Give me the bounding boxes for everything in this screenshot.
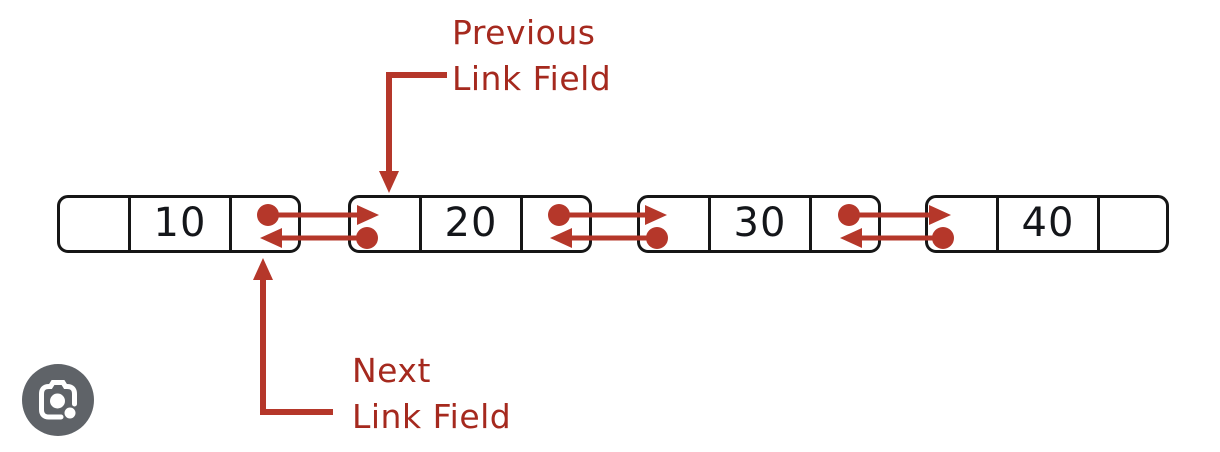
- node-1-previous-link-field: [60, 198, 128, 250]
- node-3-value: 30: [733, 200, 787, 246]
- node-4-next-link-field: [1097, 198, 1166, 250]
- previous-label-line1: Previous: [452, 13, 596, 52]
- node-2-data-field: 20: [419, 198, 520, 250]
- node-1-value: 10: [153, 200, 207, 246]
- next-label-line1: Next: [352, 351, 431, 390]
- node-2-next-link-field: [520, 198, 589, 250]
- previous-label-arrow: [379, 72, 447, 193]
- list-node-1: 10: [57, 195, 301, 253]
- node-1-data-field: 10: [128, 198, 229, 250]
- node-2-value: 20: [444, 200, 498, 246]
- google-lens-camera-icon: [39, 380, 77, 420]
- node-2-previous-link-field: [351, 198, 419, 250]
- node-3-data-field: 30: [708, 198, 809, 250]
- list-node-2: 20: [348, 195, 592, 253]
- previous-label-line2: Link Field: [452, 59, 612, 98]
- node-4-previous-link-field: [928, 198, 996, 250]
- list-node-4: 40: [925, 195, 1169, 253]
- node-1-next-link-field: [229, 198, 298, 250]
- next-label-arrow: [253, 258, 333, 415]
- previous-link-field-label: Previous Link Field: [452, 10, 611, 102]
- node-4-value: 40: [1021, 200, 1075, 246]
- google-lens-search-button[interactable]: [22, 364, 94, 436]
- node-3-previous-link-field: [640, 198, 708, 250]
- node-4-data-field: 40: [996, 198, 1097, 250]
- node-3-next-link-field: [809, 198, 878, 250]
- next-label-line2: Link Field: [352, 397, 512, 436]
- list-node-3: 30: [637, 195, 881, 253]
- next-link-field-label: Next Link Field: [352, 348, 511, 440]
